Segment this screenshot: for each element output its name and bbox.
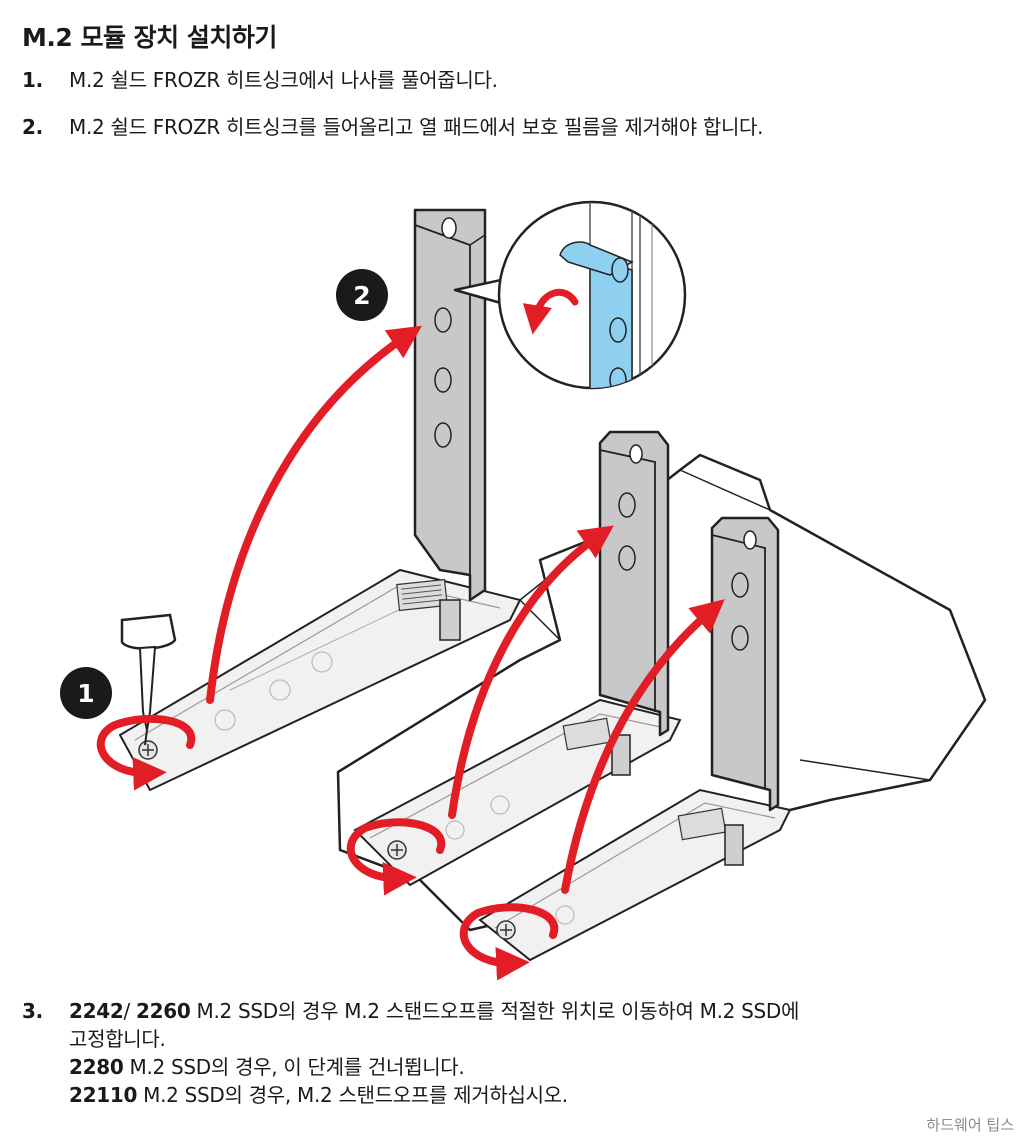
step-3-line-3: 2280 M.2 SSD의 경우, 이 단계를 건너뜁니다. [69,1053,969,1081]
size-label: 22110 [69,1083,138,1107]
callout-2-label: 2 [353,281,370,310]
size-label: 2280 [69,1055,124,1079]
unscrew-arrows [96,714,559,981]
line-text: M.2 SSD의 경우, 이 단계를 건너뜁니다. [123,1055,465,1079]
step-number: 2. [22,115,43,139]
heatsink-1 [413,208,487,602]
callout-1-label: 1 [77,679,94,708]
separator: / [123,999,136,1023]
step-3-line-4: 22110 M.2 SSD의 경우, M.2 스탠드오프를 제거하십시오. [69,1081,969,1109]
step-number: 3. [22,999,43,1023]
line-text: 고정합니다. [69,1027,166,1051]
heatsink-2 [598,430,670,737]
line-text: M.2 SSD의 경우, M.2 스탠드오프를 제거하십시오. [137,1083,568,1107]
step-text: M.2 쉴드 FROZR 히트싱크에서 나사를 풀어줍니다. [69,68,498,92]
step-text: 2242/ 2260 M.2 SSD의 경우 M.2 스탠드오프를 적절한 위치… [69,997,969,1109]
callout-1: 1 [60,667,112,719]
heatsink-3 [710,516,780,812]
screwdriver-icon [120,613,177,746]
page-title: M.2 모듈 장치 설치하기 [22,23,277,52]
watermark: 하드웨어 팁스 [926,1116,1014,1134]
size-label: 2242 [69,999,124,1023]
step-3-line-1: 2242/ 2260 M.2 SSD의 경우 M.2 스탠드오프를 적절한 위치… [69,997,969,1025]
callout-2: 2 [336,269,388,321]
step-number: 1. [22,68,43,92]
size-label: 2260 [135,999,191,1023]
step-3-line-2: 고정합니다. [69,1025,969,1053]
installation-illustration: 2 1 [60,200,987,981]
step-text: M.2 쉴드 FROZR 히트싱크를 들어올리고 열 패드에서 보호 필름을 제… [69,115,764,139]
zoom-detail-bubble [453,200,687,390]
lift-arrows [206,325,725,894]
line-text: M.2 SSD의 경우 M.2 스탠드오프를 적절한 위치로 이동하여 M.2 … [190,999,800,1023]
